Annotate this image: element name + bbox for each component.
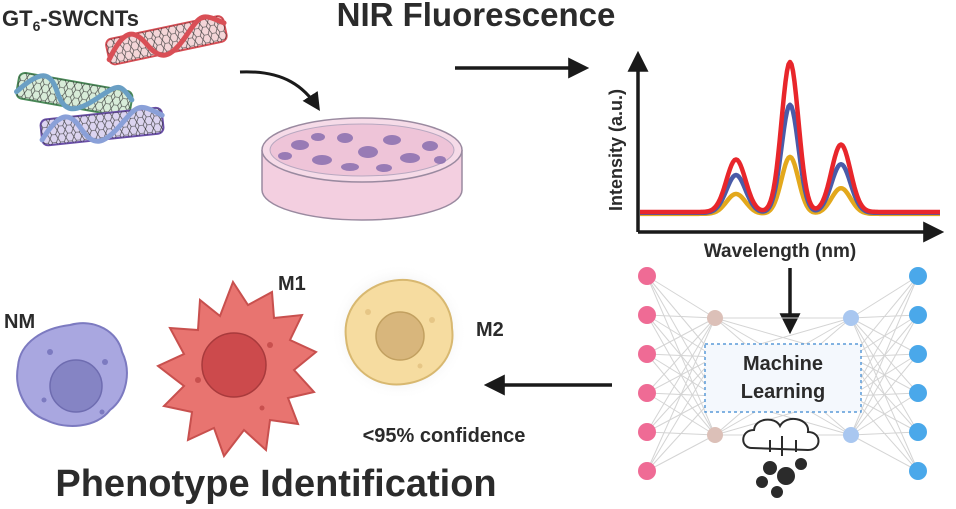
output-node — [909, 384, 927, 402]
probe-label: GT6-SWCNTs — [2, 6, 139, 34]
nanotube-red — [105, 14, 228, 66]
dish-cells — [278, 133, 446, 172]
input-node — [638, 384, 656, 402]
label-m1: M1 — [278, 273, 306, 295]
nanotube-purple — [39, 105, 165, 147]
nanotube-green — [14, 71, 135, 118]
cell-m2 — [331, 264, 467, 400]
output-node — [909, 267, 927, 285]
input-node — [638, 462, 656, 480]
ml-box — [704, 343, 862, 413]
network-edge — [646, 317, 716, 433]
spectrum-curves — [639, 59, 941, 217]
cell-nm — [16, 322, 128, 427]
input-node — [638, 423, 656, 441]
network-edge — [646, 275, 716, 319]
network-edge — [850, 314, 919, 436]
network-edge — [646, 434, 716, 472]
cell-m1 — [156, 279, 318, 459]
network-edge — [850, 353, 919, 436]
network-edge — [646, 314, 716, 319]
nanotube-bundle — [14, 14, 228, 147]
probe-label-main: GT — [2, 6, 33, 31]
output-node — [909, 462, 927, 480]
x-axis-label: Wavelength (nm) — [704, 241, 856, 262]
y-axis-label: Intensity (a.u.) — [606, 89, 626, 211]
hidden-node-left — [707, 310, 723, 326]
input-node — [638, 267, 656, 285]
input-node — [638, 306, 656, 324]
spectrum-series-1 — [639, 59, 941, 215]
network-edge — [850, 434, 919, 472]
network-edge — [850, 275, 919, 319]
output-node — [909, 423, 927, 441]
petri-dish — [261, 117, 463, 221]
arrow-to-dish — [239, 70, 320, 112]
network-edge — [646, 356, 716, 472]
network-edge — [850, 275, 919, 436]
hidden-node-right — [843, 310, 859, 326]
spectrum-plot: Intensity (a.u.) Wavelength (nm) — [606, 50, 945, 262]
title: NIR Fluorescence — [337, 0, 616, 33]
network-edge — [646, 317, 716, 394]
output-node — [909, 345, 927, 363]
network-edge — [646, 317, 716, 355]
network-edge — [850, 275, 919, 358]
probe-label-subscript: 6 — [33, 18, 41, 34]
probe-label-rest: -SWCNTs — [40, 6, 139, 31]
spectrum-series-3 — [639, 154, 941, 217]
output-node — [909, 306, 927, 324]
input-node — [638, 345, 656, 363]
network-edge — [850, 431, 919, 436]
label-m2: M2 — [476, 319, 504, 341]
confidence-label: <95% confidence — [363, 425, 526, 447]
footer-title: Phenotype Identification — [55, 463, 496, 505]
label-nm: NM — [4, 311, 35, 333]
hidden-node-right — [843, 427, 859, 443]
network-edge — [850, 275, 919, 397]
network-edge — [850, 392, 919, 436]
network-edge — [646, 317, 716, 472]
brain-gears-icon — [742, 417, 820, 498]
network-edge — [646, 395, 716, 472]
ml-label-line2: Learning — [741, 381, 825, 403]
ml-label-line1: Machine — [743, 353, 823, 375]
hidden-node-left — [707, 427, 723, 443]
